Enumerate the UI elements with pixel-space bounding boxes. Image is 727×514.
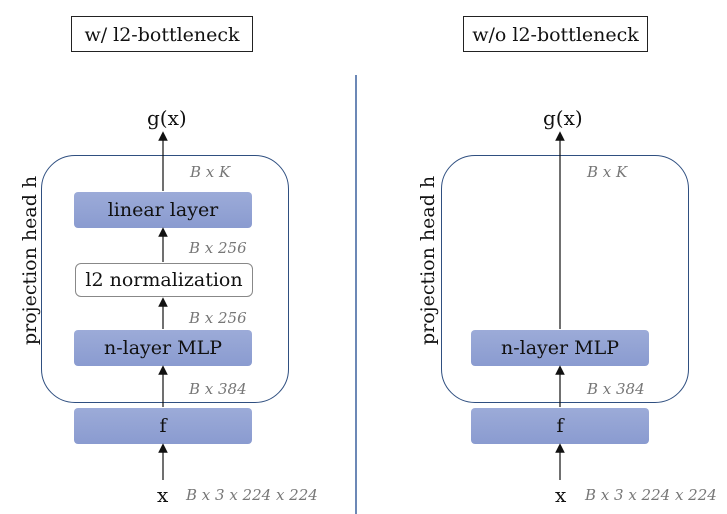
right-f-block: f bbox=[471, 408, 649, 444]
left-panel: w/ l2-bottleneck g(x) projection head h … bbox=[0, 0, 360, 514]
left-projection-head-box bbox=[41, 155, 289, 403]
right-title: w/o l2-bottleneck bbox=[463, 16, 648, 52]
right-panel: w/o l2-bottleneck g(x) projection head h… bbox=[367, 0, 727, 514]
linear-layer-block: linear layer bbox=[74, 192, 252, 228]
right-input-label: x bbox=[555, 483, 567, 507]
left-dim-after-f: B x 384 bbox=[189, 380, 247, 398]
right-dim-input: B x 3 x 224 x 224 bbox=[585, 486, 717, 504]
left-dim-input: B x 3 x 224 x 224 bbox=[186, 486, 318, 504]
left-dim-after-mlp: B x 256 bbox=[189, 309, 247, 327]
panel-divider bbox=[355, 75, 357, 514]
left-mlp-block: n-layer MLP bbox=[74, 330, 252, 366]
left-f-block: f bbox=[74, 408, 252, 444]
l2-normalization-block: l2 normalization bbox=[75, 263, 253, 297]
right-dim-after-f: B x 384 bbox=[587, 380, 645, 398]
left-input-label: x bbox=[157, 483, 169, 507]
left-dim-out: B x K bbox=[190, 163, 231, 181]
right-projection-head-box bbox=[441, 155, 689, 403]
left-dim-after-norm: B x 256 bbox=[189, 239, 247, 257]
right-output-label: g(x) bbox=[543, 106, 583, 130]
left-output-label: g(x) bbox=[147, 106, 187, 130]
right-dim-out: B x K bbox=[587, 163, 628, 181]
left-title: w/ l2-bottleneck bbox=[71, 16, 253, 52]
right-mlp-block: n-layer MLP bbox=[471, 330, 649, 366]
